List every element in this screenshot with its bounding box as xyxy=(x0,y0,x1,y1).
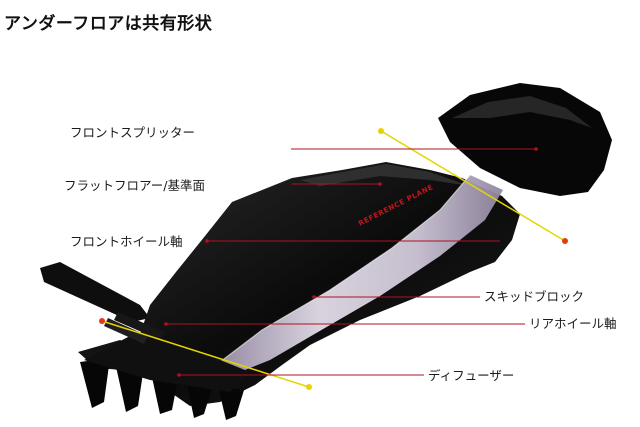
skid-block-edge xyxy=(219,174,471,363)
diffuser-top-surface xyxy=(84,336,250,392)
leader-dot xyxy=(205,239,209,243)
label-skid-block: スキッドブロック xyxy=(484,289,584,304)
rear-wheel-axle-line xyxy=(101,320,310,388)
leader-dot xyxy=(534,147,538,151)
leader-dot xyxy=(164,322,168,326)
floor-edge-sheen xyxy=(300,164,470,186)
diffuser-fin xyxy=(80,358,110,408)
leader-dot xyxy=(312,295,316,299)
label-front-wheel-axle: フロントホイール軸 xyxy=(70,234,183,249)
label-front-splitter: フロントスプリッター xyxy=(70,125,195,140)
front-wheel-axle-dot-upper xyxy=(378,128,384,134)
label-diffuser: ディフューザー xyxy=(428,368,514,383)
side-rail-left-upper xyxy=(40,262,150,322)
rear-wheel-axle-dot-upper xyxy=(99,318,105,324)
label-flat-floor: フラットフロアー/基準面 xyxy=(64,178,205,193)
leader-end-dots xyxy=(164,147,538,377)
leader-dot xyxy=(378,182,382,186)
flat-floor-shape xyxy=(125,162,520,406)
skid-block-shape xyxy=(220,175,503,372)
rear-wheel-axle-dot-lower xyxy=(306,384,312,390)
leader-lines xyxy=(166,148,536,376)
diffuser-fin xyxy=(218,386,244,420)
front-splitter-highlight xyxy=(452,96,592,128)
leader-dot xyxy=(177,373,181,377)
rear-strut xyxy=(114,312,165,340)
label-rear-wheel-axle: リアホイール軸 xyxy=(529,316,617,331)
page-title: アンダーフロアは共有形状 xyxy=(4,14,213,34)
front-wheel-axle-dot-lower xyxy=(562,238,568,244)
